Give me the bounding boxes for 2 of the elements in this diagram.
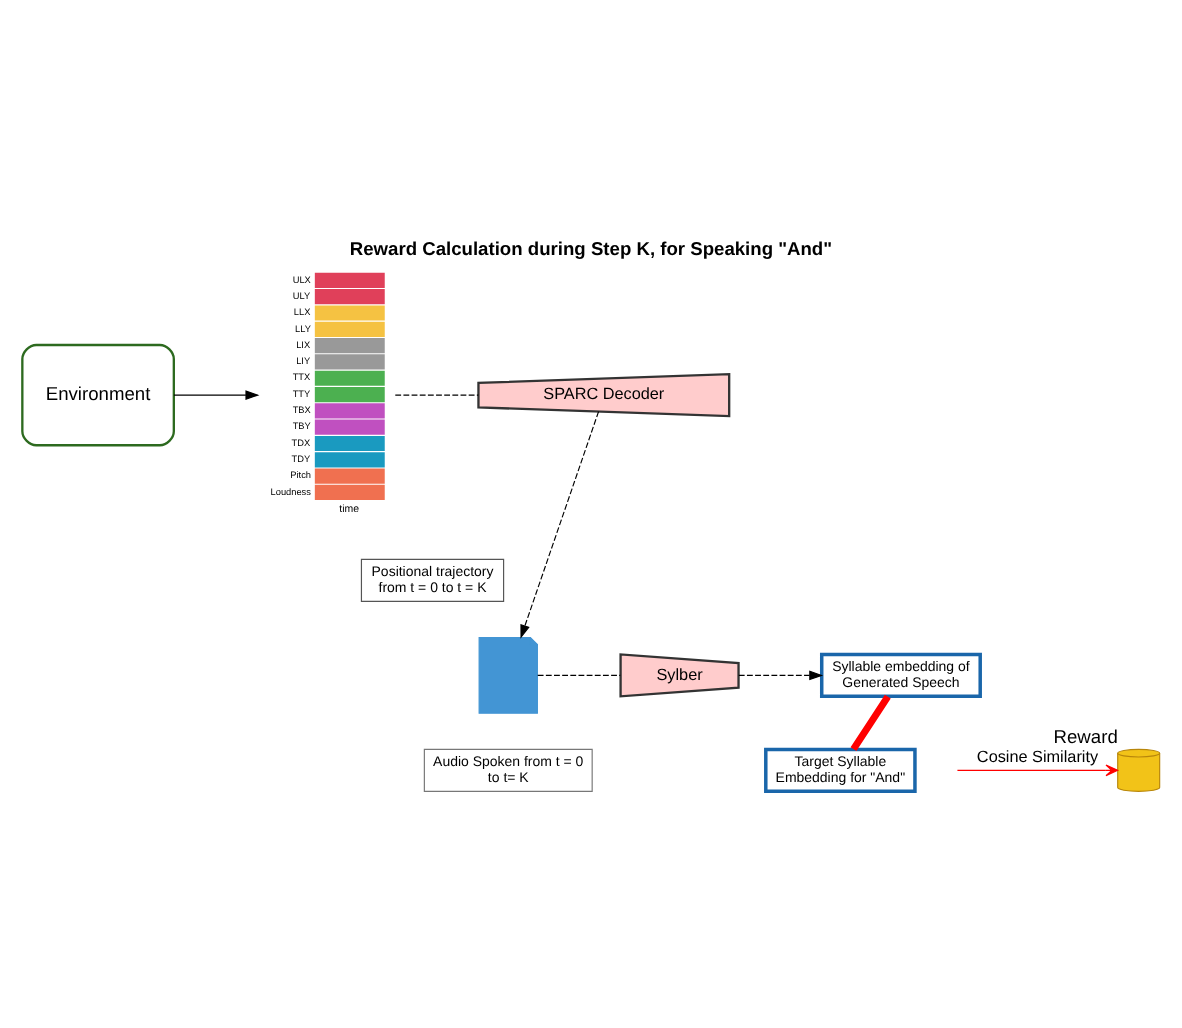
node-label: Reward [1053,727,1118,748]
diagram-title: Reward Calculation during Step K, for Speaking "And" [349,239,833,260]
